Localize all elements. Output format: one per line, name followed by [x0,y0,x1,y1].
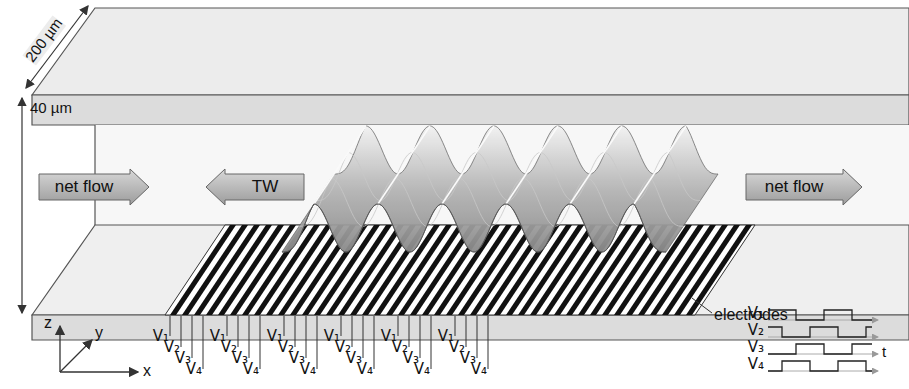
electrode-wire [409,316,410,347]
signal-label: V₄ [748,356,764,373]
electrode-wire [352,316,353,347]
electrode-wire [317,316,318,369]
wave-surface [282,126,718,252]
wave-crest [634,126,686,204]
axis-label: y [95,324,103,342]
arrow-label: net flow [55,177,114,197]
electrode-wire [431,316,432,369]
electrode-wire [170,316,171,336]
axis-label: z [44,314,52,332]
electrode-wire [374,316,375,369]
square-wave [768,327,872,337]
arrow-label: TW [252,177,278,197]
wave-line [299,178,683,226]
wave-arrow: TW [205,168,305,206]
signal-label: V₃ [748,339,764,356]
electrode-wire [477,316,478,358]
top-plate-front [32,95,909,125]
signal-label: V₄ [186,361,202,378]
signal-label: V₄ [471,361,487,378]
flow-arrow: net flow [745,168,863,206]
electrode-wire [260,316,261,369]
electrode-wire [488,316,489,369]
electrode-wire [455,316,456,336]
signal-label: V₄ [243,361,259,378]
electrode-wire [203,316,204,369]
electrode-wire [466,316,467,347]
wave-crest [570,126,622,204]
electrode-wire [363,316,364,358]
electrode-wire [249,316,250,358]
square-wave [768,361,872,371]
axis-label: t [882,344,886,361]
arrow-label: net flow [765,177,824,197]
signal-label: V₁ [748,305,764,322]
wave-crest [506,126,558,204]
travelling-wave [282,126,718,252]
axis-label: x [143,362,151,380]
electrode-wire [192,316,193,358]
wave-edge [282,204,666,252]
electrode-wire [227,316,228,336]
flow-arrow: net flow [38,168,150,206]
signal-label: V₄ [300,361,316,378]
wave-line [316,153,700,201]
electrode-wire [398,316,399,336]
electrode-stripe [674,225,740,315]
wave-crest [378,126,430,204]
electrode-wire [420,316,421,358]
wave-crest [314,126,366,204]
height-dimension [21,98,22,313]
electrode-wire [238,316,239,347]
electrode-wire [181,316,182,347]
electrode-wires [170,316,488,369]
electrode-wire [341,316,342,336]
electrode-wire [306,316,307,358]
dimension-label: 40 µm [30,100,72,117]
electrode-wire [295,316,296,347]
electrode-stripe [686,225,752,315]
top-plate-face [32,8,909,95]
wave-crest [442,126,494,204]
leader-line [692,298,712,313]
signal-label: V₄ [357,361,373,378]
signal-label: V₄ [414,361,430,378]
square-wave [768,344,872,354]
electrode-wire [284,316,285,336]
signal-label: V₂ [748,322,764,339]
